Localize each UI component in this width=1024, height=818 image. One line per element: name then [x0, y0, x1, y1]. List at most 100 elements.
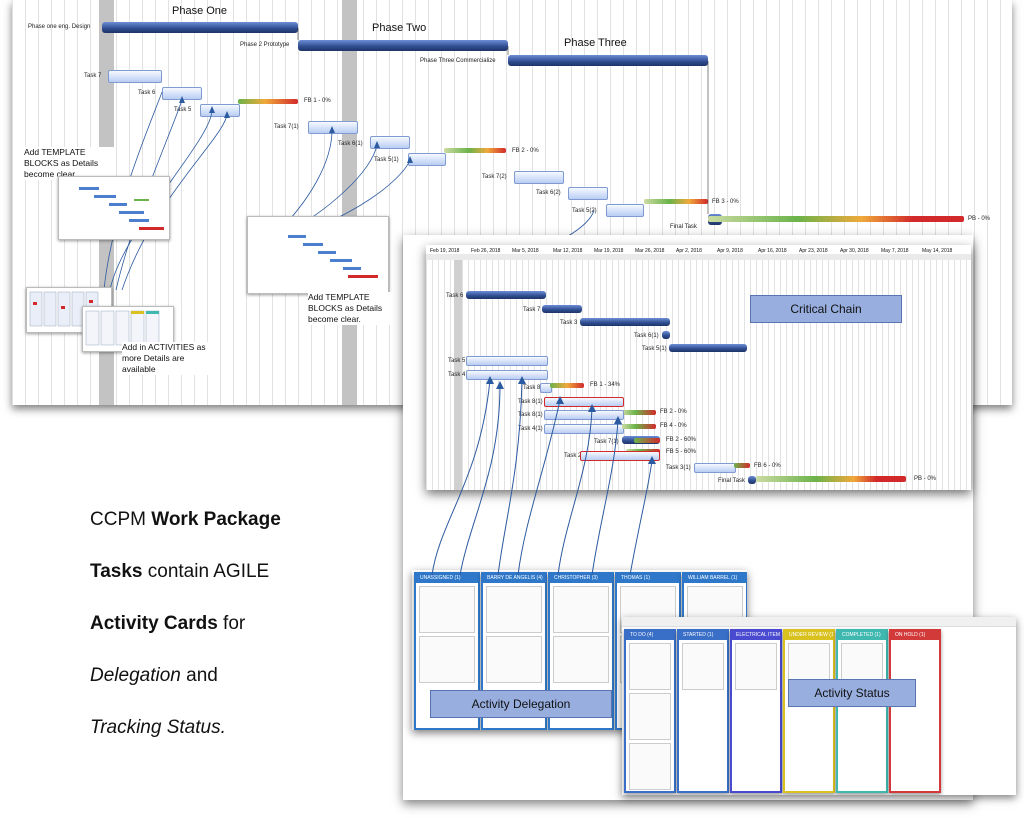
activity-card[interactable] — [553, 636, 609, 683]
task-bar[interactable] — [108, 70, 162, 83]
task-bar[interactable] — [542, 305, 582, 313]
delegation-column[interactable]: UNASSIGNED (1) — [414, 572, 480, 730]
activity-card[interactable] — [682, 643, 724, 690]
activity-card[interactable] — [486, 586, 542, 633]
grid-line — [1000, 0, 1001, 405]
grid-line — [708, 260, 709, 490]
task-bar[interactable] — [514, 171, 564, 184]
dependency-arrows — [103, 28, 709, 291]
grid-line — [666, 260, 667, 490]
phase-three-bar[interactable] — [508, 55, 708, 66]
grid-line — [912, 260, 913, 490]
task-bar[interactable] — [308, 121, 358, 134]
phase-one-bar[interactable] — [102, 22, 298, 33]
caption-line-2: Tasks contain AGILE — [90, 561, 270, 582]
grid-line — [654, 260, 655, 490]
task-bar[interactable] — [662, 331, 670, 339]
grid-line — [954, 260, 955, 490]
task-label: Task 7 — [523, 307, 541, 313]
grid-line — [684, 260, 685, 490]
status-column[interactable]: TO DO (4) — [624, 629, 676, 793]
task-bar[interactable] — [544, 410, 624, 420]
task-bar[interactable] — [580, 451, 660, 461]
task-bar[interactable] — [694, 463, 736, 473]
grid-line — [779, 0, 780, 405]
buffer-label: PB - 0% — [968, 216, 991, 222]
column-header: BARRY DE ANGELIS (4) — [483, 574, 545, 583]
status-column[interactable]: ON HOLD (1) — [889, 629, 941, 793]
grid-line — [441, 0, 442, 405]
grid-line — [846, 260, 847, 490]
column-header: UNDER REVIEW (1) — [785, 631, 833, 640]
grid-line — [876, 260, 877, 490]
grid-line — [727, 0, 728, 405]
task-bar[interactable] — [669, 344, 747, 352]
status-column[interactable]: ELECTRICAL ITEMS (1) — [730, 629, 782, 793]
column-header: UNASSIGNED (1) — [416, 574, 478, 583]
activity-card[interactable] — [553, 586, 609, 633]
task-label: Task 5(1) — [374, 157, 399, 163]
task-bar[interactable] — [466, 291, 546, 299]
column-header: CHRISTOPHER (3) — [550, 574, 612, 583]
task-bar[interactable] — [200, 104, 240, 117]
column-header: COMPLETED (1) — [838, 631, 886, 640]
caption-line-1: CCPM Work Package — [90, 509, 281, 530]
task-label: Task 6 — [446, 293, 464, 299]
grid-line — [894, 260, 895, 490]
task-bar[interactable] — [606, 204, 644, 217]
activity-card[interactable] — [419, 586, 475, 633]
task-bar[interactable] — [466, 370, 548, 380]
task-bar[interactable] — [544, 397, 624, 407]
grid-line — [852, 260, 853, 490]
grid-line — [792, 0, 793, 405]
grid-line — [285, 0, 286, 405]
grid-line — [966, 260, 967, 490]
date-header: Apr 30, 2018 — [840, 248, 869, 254]
grid-line — [792, 260, 793, 490]
activity-card[interactable] — [486, 636, 542, 683]
activity-card[interactable] — [629, 743, 671, 790]
grid-line — [857, 0, 858, 405]
grid-line — [610, 0, 611, 405]
status-column[interactable]: STARTED (1) — [677, 629, 729, 793]
grid-line — [493, 0, 494, 405]
grid-line — [918, 260, 919, 490]
grid-line — [768, 260, 769, 490]
grid-line — [432, 260, 433, 490]
grid-line — [726, 260, 727, 490]
activity-card[interactable] — [629, 693, 671, 740]
grid-line — [702, 260, 703, 490]
grid-line — [906, 260, 907, 490]
task-bar[interactable] — [568, 187, 608, 200]
task-label: Task 5 — [448, 358, 466, 364]
grid-line — [753, 0, 754, 405]
caption-line-3: Activity Cards for — [90, 613, 246, 634]
task-label: Task 3(1) — [666, 465, 691, 471]
activity-card[interactable] — [629, 643, 671, 690]
column-header: TO DO (4) — [626, 631, 674, 640]
grid-line — [438, 260, 439, 490]
grid-line — [337, 0, 338, 405]
today-column — [454, 260, 462, 490]
task-label: Task 3 — [560, 320, 578, 326]
task-bar[interactable] — [544, 424, 624, 434]
task-bar[interactable] — [466, 356, 548, 366]
grid-line — [870, 0, 871, 405]
task-bar[interactable] — [540, 383, 552, 393]
note-add-activities: Add in ACTIVITIES as more Details are av… — [122, 342, 210, 375]
grid-line — [571, 0, 572, 405]
grid-line — [558, 0, 559, 405]
note-template-blocks-2: Add TEMPLATE BLOCKS as Details become cl… — [308, 292, 394, 325]
activity-card[interactable] — [735, 643, 777, 690]
task-label: Task 4 — [448, 372, 466, 378]
activity-status-board: TO DO (4)STARTED (1)ELECTRICAL ITEMS (1)… — [622, 617, 1016, 795]
task-bar[interactable] — [580, 318, 670, 326]
activity-card[interactable] — [419, 636, 475, 683]
phase-two-bar[interactable] — [298, 40, 508, 51]
grid-line — [454, 0, 455, 405]
grid-line — [780, 260, 781, 490]
final-task-bar[interactable] — [748, 476, 756, 484]
task-bar[interactable] — [370, 136, 410, 149]
grid-line — [696, 260, 697, 490]
